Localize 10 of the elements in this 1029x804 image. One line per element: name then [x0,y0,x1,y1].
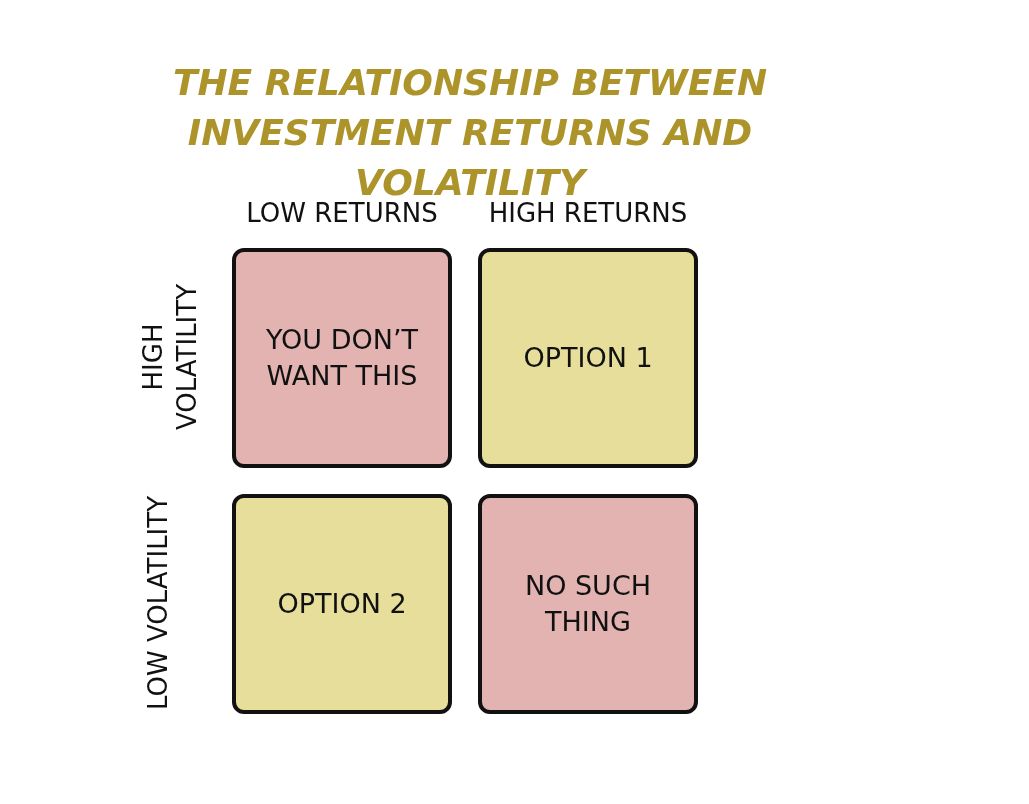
row-header: LOW VOLATILITY [142,494,174,713]
quadrant-label: YOU DON’T WANT THIS [265,323,419,393]
quadrant-label: OPTION 2 [276,587,408,621]
quadrant-box [478,494,698,714]
quadrant-box [478,248,698,468]
quadrant-box [232,494,452,714]
quadrant-box [232,248,452,468]
quadrant-label: OPTION 1 [522,341,654,375]
quadrant-label: NO SUCH THING [523,569,653,639]
row-header: HIGH VOLATILITY [137,282,203,433]
